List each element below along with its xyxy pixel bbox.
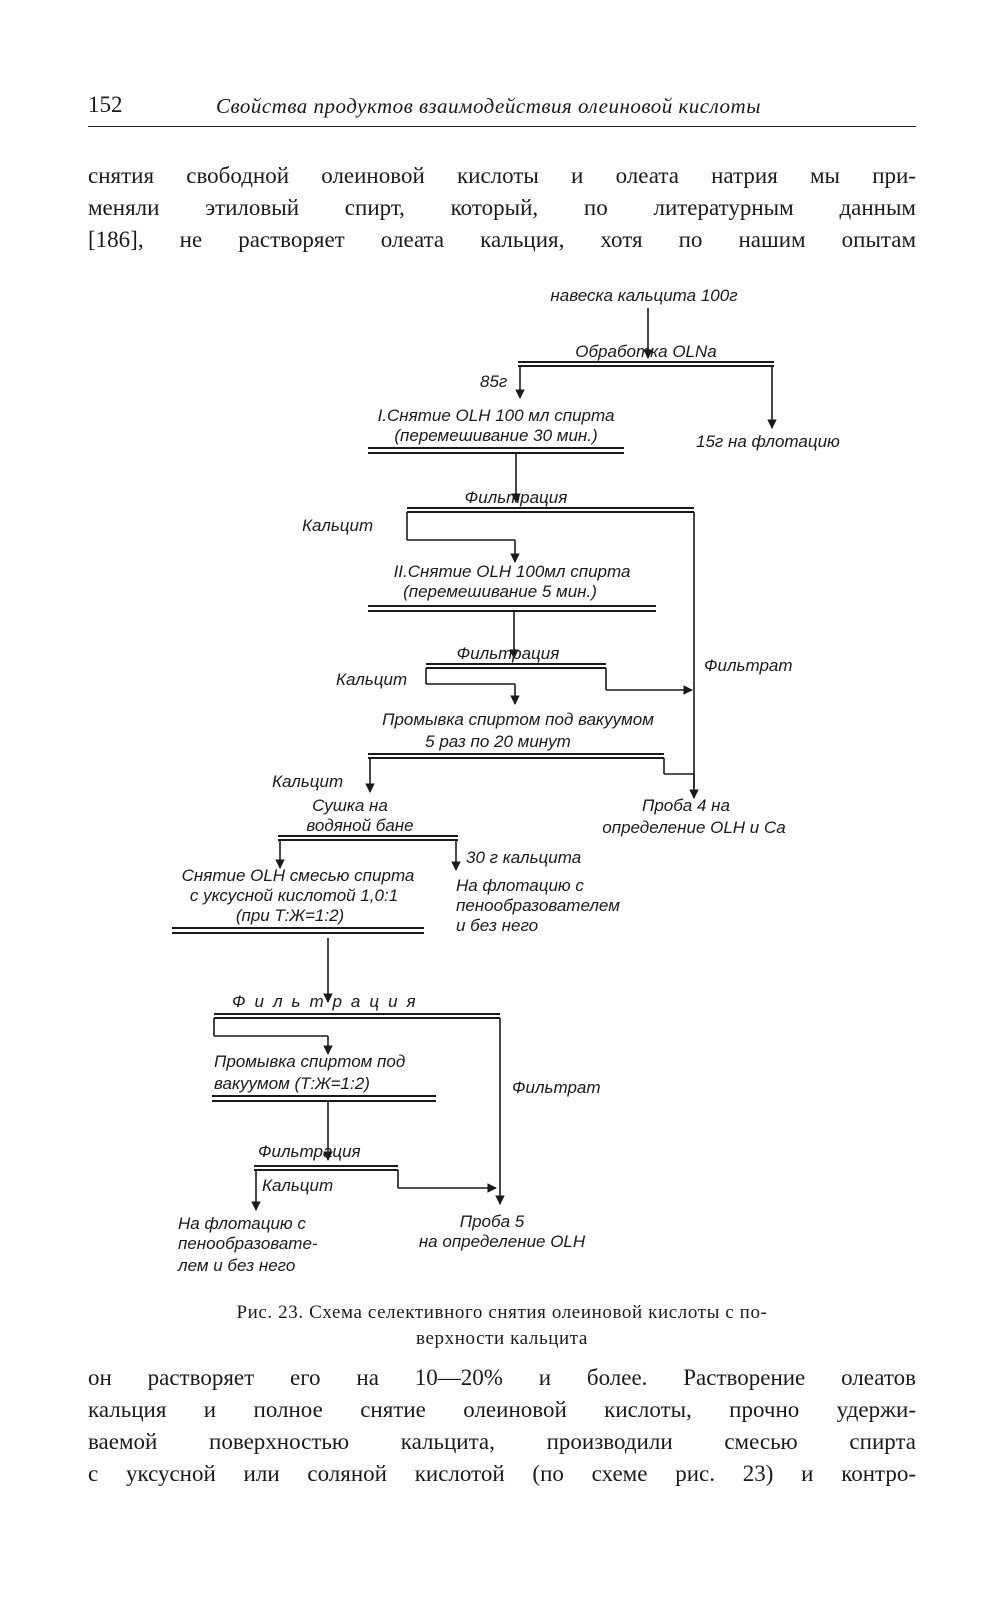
- wash2-line1: Промывка спиртом под: [214, 1052, 406, 1071]
- filtration2-label: Фильтрация: [456, 644, 560, 663]
- flotation-15-label: 15г на флотацию: [696, 432, 840, 451]
- flotation2-line2: пенообразователем: [456, 896, 620, 915]
- text-line: ваемой поверхностью кальцита, производил…: [88, 1429, 916, 1454]
- step2-line1: II.Снятие OLH 100мл спирта: [393, 562, 631, 581]
- step3-line2: с уксусной кислотой 1,0:1: [189, 886, 399, 905]
- text-line: с уксусной или соляной кислотой (по схем…: [88, 1461, 916, 1486]
- filtrate1-label: Фильтрат: [704, 656, 793, 675]
- text-line: меняли этиловый спирт, который, по литер…: [88, 195, 916, 220]
- calcite30-label: 30 г кальцита: [466, 848, 582, 867]
- step3-line1: Снятие OLH смесью спирта: [181, 866, 415, 885]
- paragraph-bottom: он растворяет его на 10—20% и более. Рас…: [88, 1362, 916, 1490]
- probe4-line2: определение OLH и Ca: [602, 818, 786, 837]
- filtration4-label: Фильтрация: [258, 1142, 361, 1161]
- flow-diagram: навеска кальцита 100г Обработка OLNa 85г…: [0, 280, 994, 1290]
- step2-line2: (перемешивание 5 мин.): [403, 582, 597, 601]
- figure-caption: Рис. 23. Схема селективного снятия олеин…: [88, 1300, 916, 1352]
- filtrate2-label: Фильтрат: [512, 1078, 601, 1097]
- filtration1-label: Фильтрация: [464, 488, 568, 507]
- calcite1-label: Кальцит: [302, 516, 374, 535]
- probe5-line1: Проба 5: [459, 1212, 525, 1231]
- running-title: Свойства продуктов взаимодействия олеино…: [216, 94, 761, 118]
- page-header: 152 Свойства продуктов взаимодействия ол…: [88, 88, 916, 128]
- flotation2-line1: На флотацию с: [456, 876, 584, 895]
- text-line: снятия свободной олеиновой кислоты и оле…: [88, 163, 916, 188]
- page-number: 152: [88, 92, 123, 117]
- calcite4-label: Кальцит: [262, 1176, 334, 1195]
- step1-line1: I.Снятие OLH 100 мл спирта: [377, 406, 615, 425]
- flotation3-line2: пенообразовате-: [178, 1234, 318, 1253]
- flotation2-line3: и без него: [456, 916, 539, 935]
- drying-line1: Сушка на: [312, 796, 388, 815]
- text-line: кальция и полное снятие олеиновой кислот…: [88, 1397, 916, 1422]
- flow-diagram-lines: [172, 308, 777, 1211]
- step1-line2: (перемешивание 30 мин.): [394, 426, 598, 445]
- wash-line2: 5 раз по 20 минут: [425, 732, 571, 751]
- header-rule: [88, 126, 916, 127]
- text-line: он растворяет его на 10—20% и более. Рас…: [88, 1365, 916, 1390]
- step3-line3: (при Т:Ж=1:2): [235, 906, 345, 925]
- caption-line: Рис. 23. Схема селективного снятия олеин…: [236, 1302, 768, 1323]
- wash-line1: Промывка спиртом под вакуумом: [382, 710, 654, 729]
- flotation3-line1: На флотацию с: [178, 1214, 306, 1233]
- treatment-label: Обработка OLNa: [575, 342, 717, 361]
- calcite2-label: Кальцит: [336, 670, 408, 689]
- probe5-line2: на определение OLH: [418, 1232, 586, 1251]
- wash2-line2: вакуумом (Т:Ж=1:2): [214, 1074, 370, 1093]
- calcite3-label: Кальцит: [272, 772, 344, 791]
- sample-label: навеска кальцита 100г: [550, 286, 738, 305]
- paragraph-top: снятия свободной олеиновой кислоты и оле…: [88, 160, 916, 256]
- text-line: [186], не растворяет олеата кальция, хот…: [88, 227, 916, 252]
- probe4-line1: Проба 4 на: [642, 796, 730, 815]
- amount-85-label: 85г: [480, 372, 508, 391]
- flotation3-line3: лем и без него: [178, 1256, 296, 1275]
- caption-line: верхности кальцита: [416, 1328, 588, 1349]
- filtration3-label: Фильтрация: [232, 992, 425, 1011]
- drying-line2: водяной бане: [306, 816, 414, 835]
